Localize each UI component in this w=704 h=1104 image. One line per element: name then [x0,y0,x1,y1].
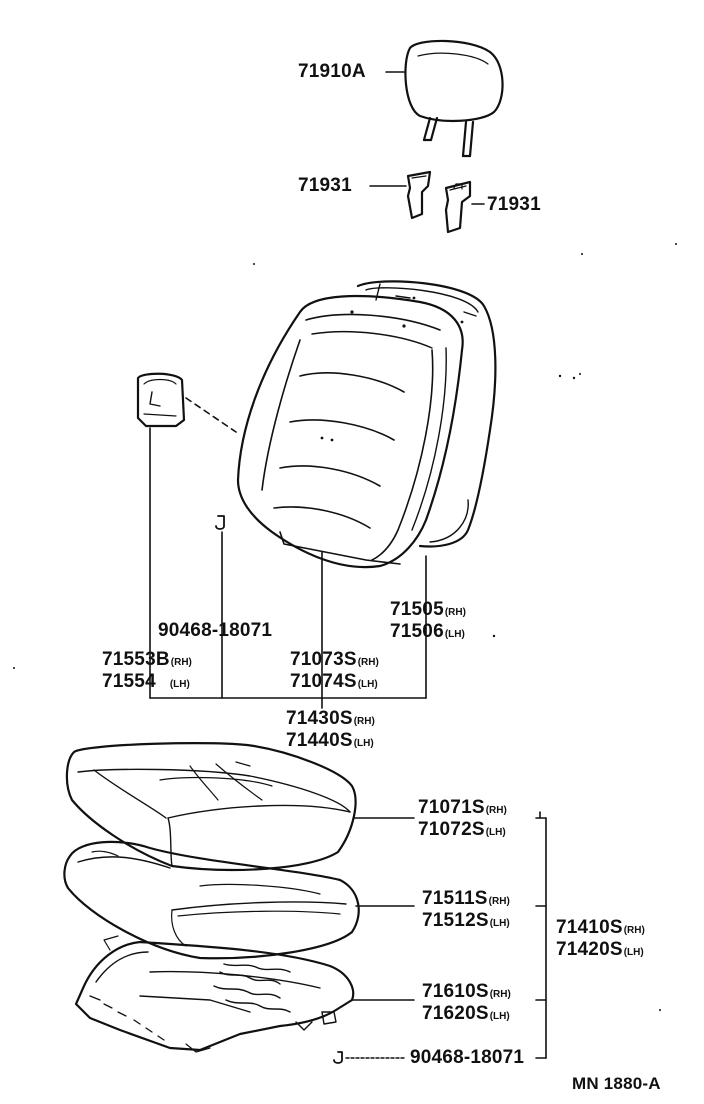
part-number: 71072S [418,819,485,840]
callout-back-frame-lh: 71506(LH) [390,622,465,645]
callout-cushion-assy-lh: 71420S(LH) [556,940,644,963]
callout-cushion-pad-rh: 71511S(RH) [422,889,510,912]
side-suffix: (RH) [357,657,379,668]
side-suffix: (RH) [444,607,466,618]
part-number: 71430S [286,708,353,729]
side-suffix: (RH) [488,896,510,907]
part-number: 90468-18071 [410,1047,525,1068]
callout-seatback-assy-lh: 71440S(LH) [286,731,374,754]
seatback-frame-illustration [356,280,497,548]
print-specks [13,243,677,1011]
part-number: 71553B [102,649,170,670]
part-number: 71620S [422,1003,489,1024]
cushion-clip-icon [333,1051,343,1064]
part-number: 71931 [487,194,541,215]
seatback-clip-icon [215,515,225,530]
callout-headrest: 71910A [298,62,366,82]
callout-back-cover-lh: 71074S(LH) [290,672,378,695]
part-number: 71071S [418,797,485,818]
cushion-frame-illustration [74,935,355,1053]
callout-back-clip: 90468-18071 [158,621,272,641]
part-number: 71410S [556,917,623,938]
part-number: 71512S [422,910,489,931]
part-number: 71073S [290,649,357,670]
callout-seatback-assy-rh: 71430S(RH) [286,709,375,732]
cushion-cover-illustration [65,742,357,871]
part-number: 71074S [290,671,357,692]
callout-support-left: 71931 [298,176,352,196]
callout-cushion-assy-rh: 71410S(RH) [556,918,645,941]
part-number: 71910A [298,61,366,82]
headrest-support-right-illustration [444,180,472,234]
seatback-leader-lines [149,427,427,709]
hinge-cover-illustration [136,372,186,428]
part-number: 71505 [390,599,444,620]
callout-cushion-cover-rh: 71071S(RH) [418,798,507,821]
side-suffix: (LH) [623,947,644,958]
side-suffix: (LH) [489,918,510,929]
callout-support-right: 71931 [487,195,541,215]
cushion-assy-bracket [535,811,547,1059]
side-suffix: (RH) [170,657,192,668]
side-suffix: (LH) [489,1011,510,1022]
part-number: 90468-18071 [158,620,273,641]
part-number: 71931 [298,175,352,196]
headrest-illustration [404,39,504,158]
side-suffix: (LH) [485,827,506,838]
part-number: 71554 [102,671,156,692]
side-suffix: (LH) [353,738,374,749]
callout-cushion-frame-lh: 71620S(LH) [422,1004,510,1027]
side-suffix: (LH) [357,679,378,690]
callout-back-cover-rh: 71073S(RH) [290,650,379,673]
part-number: 71610S [422,981,489,1002]
seatback-cover-illustration [236,294,464,569]
drawing-code: MN 1880-A [572,1074,661,1093]
side-suffix: (RH) [623,925,645,936]
side-suffix: (LH) [444,629,465,640]
part-number: 71506 [390,621,444,642]
side-suffix: (RH) [353,716,375,727]
callout-cushion-cover-lh: 71072S(LH) [418,820,506,843]
side-suffix: (RH) [485,805,507,816]
side-suffix: (RH) [489,989,511,1000]
part-number: 71440S [286,730,353,751]
headrest-support-left-illustration [406,170,432,220]
cushion-pad-illustration [63,840,360,960]
hinge-cover-dashed-leader [185,397,237,433]
part-number: 71420S [556,939,623,960]
callout-back-frame-rh: 71505(RH) [390,600,466,623]
callout-cushion-pad-lh: 71512S(LH) [422,911,510,934]
callout-cushion-frame-rh: 71610S(RH) [422,982,511,1005]
callout-hinge-cover-rh: 71553B(RH) [102,650,192,673]
part-number: 71511S [422,888,488,909]
side-suffix: (LH) [169,679,190,690]
callout-cushion-clip: 90468-18071 [410,1048,524,1068]
callout-hinge-cover-lh: 71554 (LH) [102,672,190,695]
